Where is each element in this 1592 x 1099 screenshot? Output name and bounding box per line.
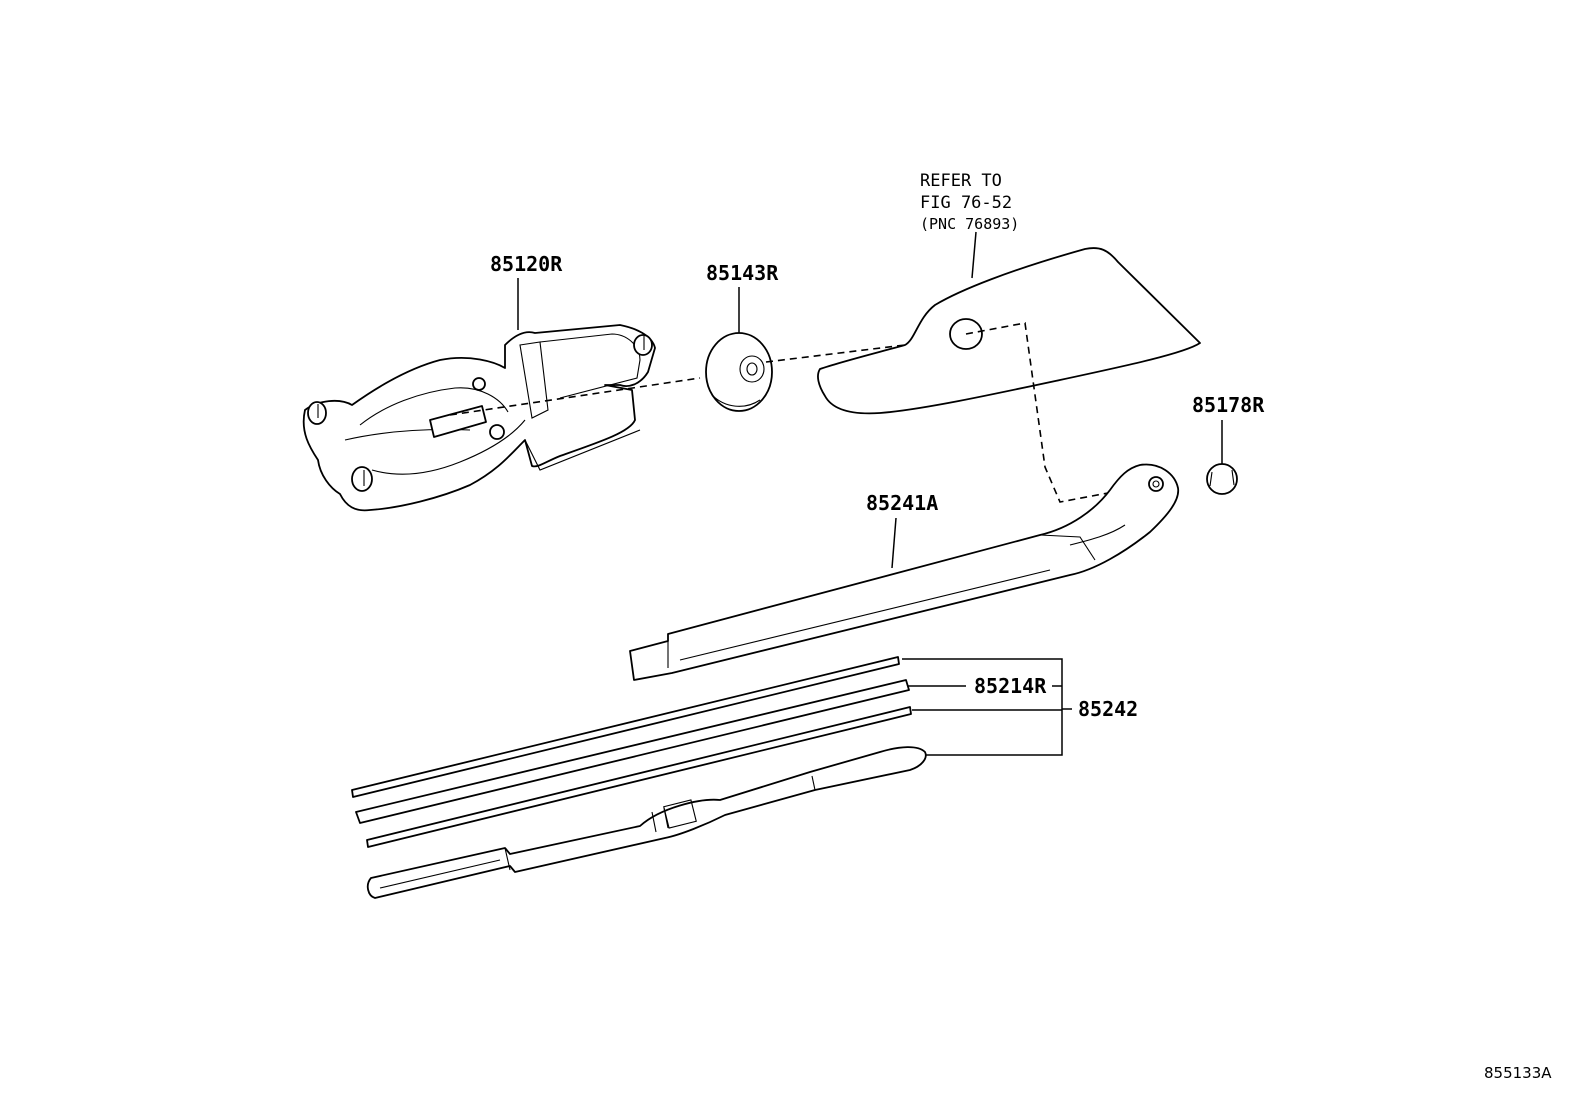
back-door-panel [817, 247, 1201, 415]
reference-line-2: FIG 76-52 [920, 193, 1012, 213]
wiper-arm [629, 463, 1180, 681]
reference-note: REFER TO FIG 76-52 (PNC 76893) [920, 171, 1019, 279]
motor-label-group: 85120R [490, 252, 563, 330]
blade-label-group: 85214R 85242 [902, 658, 1138, 756]
nut-label-group: 85178R [1192, 393, 1265, 464]
blade-assy-part-number: 85242 [1078, 697, 1138, 721]
arm-label-group: 85241A [866, 491, 938, 569]
alignment-lines [449, 322, 1125, 503]
reference-line-1: REFER TO [920, 171, 1002, 191]
nut-part-number: 85178R [1192, 393, 1265, 417]
wiper-motor [302, 324, 656, 512]
figure-id: 855133A [1484, 1064, 1552, 1082]
arm-part-number: 85241A [866, 491, 938, 515]
nut [1206, 463, 1238, 495]
reference-leader [971, 231, 977, 279]
reference-line-3: (PNC 76893) [920, 215, 1019, 233]
blade-assy-bracket [902, 658, 1063, 756]
cap-label-group: 85143R [706, 261, 779, 333]
arm-leader [891, 517, 897, 569]
blade-rubber-strips [351, 656, 912, 848]
wiper-blade [366, 746, 927, 899]
cap-part-number: 85143R [706, 261, 779, 285]
pivot-cap [705, 332, 773, 412]
rubber-part-number: 85214R [974, 674, 1047, 698]
motor-part-number: 85120R [490, 252, 563, 276]
